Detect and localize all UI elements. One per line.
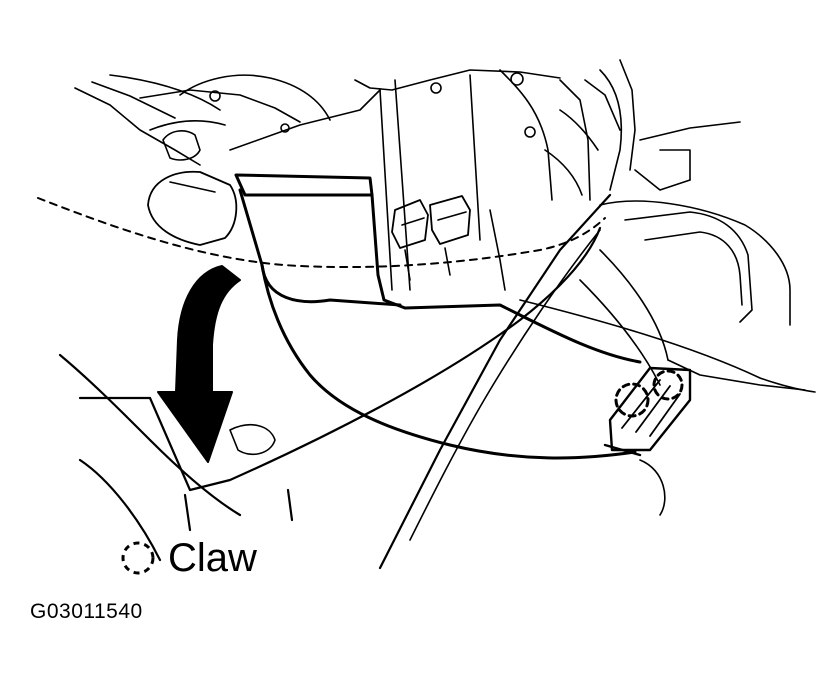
legend-label: Claw [168, 536, 257, 580]
console-panel [519, 200, 816, 516]
dashed-reference-line [37, 197, 606, 269]
wire-rod-inner [409, 229, 601, 541]
trim-clip [603, 366, 692, 457]
claw-marker-right [652, 369, 684, 401]
figure-id: G03011540 [30, 600, 143, 623]
lower-trim [58, 226, 602, 562]
legend: Claw [118, 534, 257, 582]
duct-bracket [234, 173, 642, 460]
dashed-circle-icon [121, 541, 155, 575]
removal-direction-arrow [157, 265, 241, 463]
claw-marker-left [614, 382, 650, 418]
background-mechanism [74, 59, 741, 291]
wire-rod [378, 193, 612, 570]
